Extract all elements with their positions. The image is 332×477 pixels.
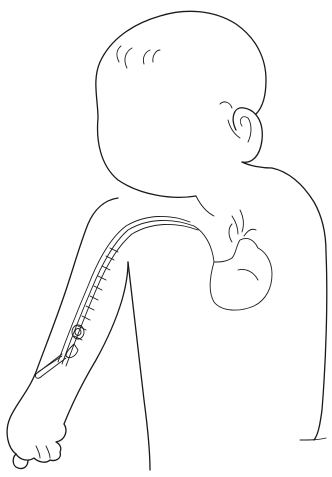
- neck-right-outline: [242, 162, 326, 252]
- catheter-hub: [35, 325, 84, 378]
- hair-wisp: [143, 50, 150, 64]
- chest-left-outline: [128, 262, 150, 470]
- heart-vessel: [229, 224, 232, 242]
- arm-inner-outline: [64, 262, 128, 424]
- catheter-hatching: [74, 248, 118, 340]
- finger-line: [46, 446, 50, 458]
- heart-chamber: [238, 269, 258, 280]
- hair-wisp: [117, 46, 121, 62]
- catheter-to-heart: [194, 226, 214, 262]
- hair-wisp: [153, 50, 160, 62]
- torso-right-outline: [314, 252, 327, 440]
- ear-inner: [240, 117, 251, 142]
- heart-vessel: [244, 229, 256, 236]
- catheter-line: [58, 216, 190, 362]
- sternum-line: [232, 216, 238, 234]
- hair-wisp: [125, 48, 132, 68]
- torso-right-edge: [300, 438, 326, 440]
- ear-outline: [233, 108, 262, 163]
- clavicle-line: [196, 196, 214, 216]
- finger-line: [36, 446, 40, 458]
- heart-outline: [210, 238, 272, 310]
- ear-canal: [220, 102, 232, 108]
- head-outline: [96, 11, 266, 197]
- thumb-outline: [13, 454, 28, 469]
- hand-outline: [16, 424, 66, 462]
- sternum-line: [240, 210, 243, 232]
- arm-outer-outline: [7, 198, 118, 454]
